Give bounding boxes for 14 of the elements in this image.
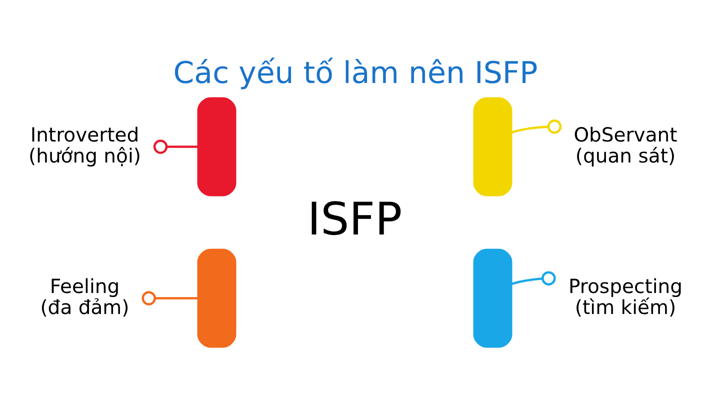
node-arc <box>473 248 512 348</box>
connector <box>142 291 198 306</box>
connector <box>511 120 562 134</box>
node-arc <box>473 97 512 196</box>
node-text: Introverted (hướng nội) <box>28 123 142 168</box>
node-text: Feeling (đa đảm) <box>40 274 130 319</box>
node-arc <box>197 248 236 348</box>
node-text: Prospecting (tìm kiếm) <box>568 274 682 319</box>
connector <box>153 140 198 154</box>
node-arc <box>197 97 236 196</box>
node-text: ISFP <box>307 192 402 246</box>
node-text: ObServant (quan sát) <box>574 123 678 168</box>
diagram-title: Các yếu tố làm nên ISFP <box>173 56 538 91</box>
connector <box>511 271 556 286</box>
